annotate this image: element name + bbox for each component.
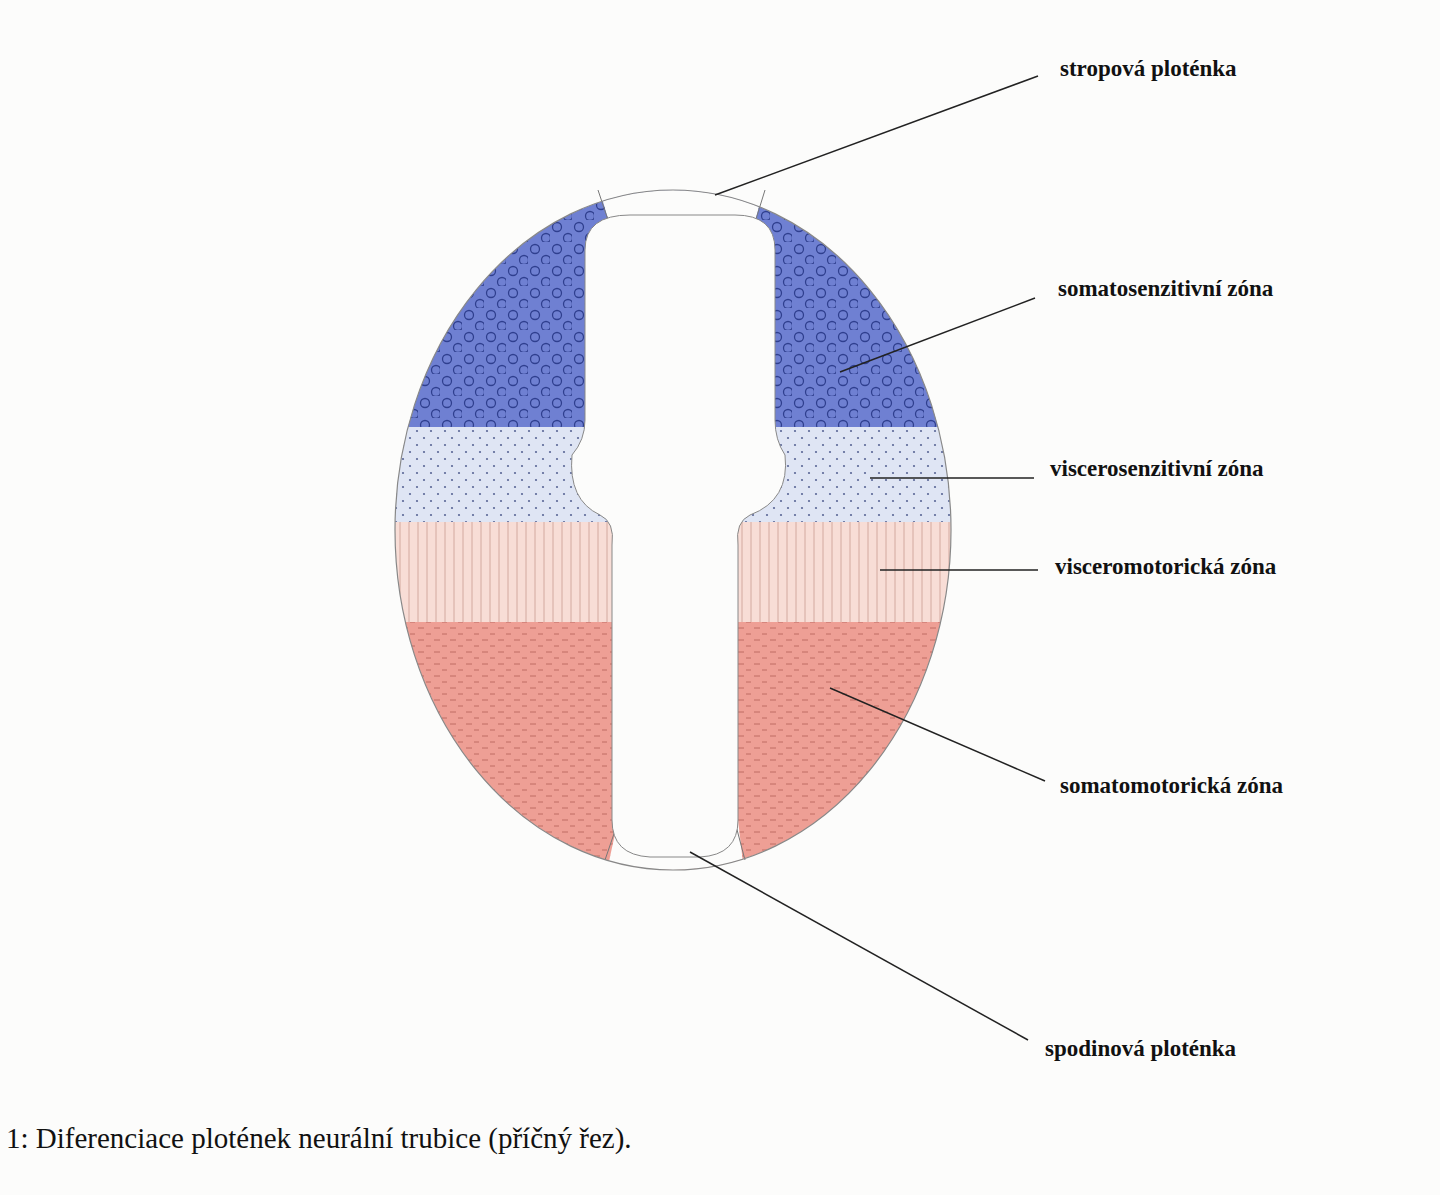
part-label: viscerosenzitivní zóna (1050, 456, 1264, 481)
part-label: stropová ploténka (1060, 56, 1237, 81)
part-label: somatomotorická zóna (1060, 773, 1283, 798)
tube-outline (395, 190, 951, 870)
part-label: visceromotorická zóna (1055, 554, 1276, 579)
leader-lines (690, 76, 1045, 1040)
figure-caption: 1: Diferenciace plotének neurální trubic… (6, 1122, 632, 1155)
part-label: somatosenzitivní zóna (1058, 276, 1273, 301)
tube-zones (390, 185, 960, 880)
part-label: spodinová ploténka (1045, 1036, 1236, 1061)
central-lumen (572, 215, 786, 857)
